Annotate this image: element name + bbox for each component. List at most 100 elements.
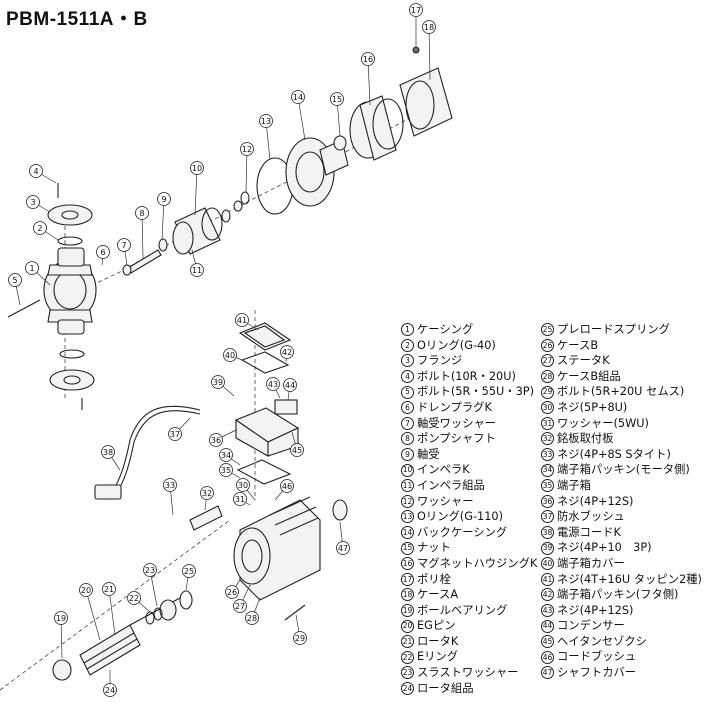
legend-label: ネジ(4P+8S Sタイト) [557,447,671,461]
callout-20: 20 [79,583,101,641]
callout-circle [54,611,68,625]
callout-circle [127,591,141,605]
legend-label: 防水ブッシュ [557,510,625,524]
terminal-box-gasket-top [240,351,290,374]
legend-label: 電源コードK [557,525,621,539]
callout-2: 2 [33,221,59,241]
legend-number: 35 [541,479,554,493]
callout-circle [29,164,43,178]
callout-number: 41 [237,316,247,325]
legend-label: Eリング [417,650,459,664]
callout-number: 34 [221,451,231,460]
callout-8: 8 [135,206,149,259]
motor-bolt [284,604,306,621]
legend-label: フランジ [417,354,463,368]
shaft-cover [332,499,348,521]
legend-label: バックケーシング [417,525,508,539]
legend-number: 16 [401,557,414,571]
legend-number: 39 [541,541,554,555]
legend-number: 10 [401,463,414,477]
callout-number: 18 [424,23,434,32]
callout-number: 30 [238,481,248,490]
legend-number: 9 [401,448,414,462]
legend-label: ネジ(4P+12S) [557,603,634,617]
legend-label: ヘイタンセゾクシ [557,634,647,648]
callout-circle [259,114,273,128]
nut [333,135,347,151]
callout-number: 47 [338,544,348,553]
callout-5: 5 [8,273,22,306]
callout-circle [79,583,93,597]
impeller [172,207,223,255]
ball-bearing-right [159,599,177,621]
magnet-housing [349,95,404,161]
legend-number: 43 [541,603,554,617]
callout-circle [33,221,47,235]
legend-label: ケーシング [417,323,474,336]
legend-label: 端子箱パッキン(フタ側) [557,588,679,602]
legend-number: 12 [401,494,414,508]
callout-circle [293,631,307,645]
legend-number: 19 [401,603,414,617]
bearing-washer-left [122,264,132,276]
callout-25: 25 [182,564,196,591]
callout-33: 33 [163,478,177,516]
legend-label: ポンプシャフト [417,432,496,446]
o-ring-top [57,236,83,246]
flange-bottom [49,369,95,391]
callout-number: 45 [292,446,302,455]
callout-16: 16 [361,52,375,106]
legend-number: 36 [541,494,554,508]
legend-label: EGピン [417,619,456,633]
callout-37: 37 [168,417,191,441]
bearing-left [158,238,168,252]
callout-27: 27 [233,584,251,613]
legend-number: 18 [401,588,414,602]
legend-label: 軸受 [417,447,440,461]
legend-number: 20 [401,619,414,633]
callout-leader [367,58,371,106]
legend-number: 26 [541,338,554,352]
pump-casing [43,247,97,335]
legend-number: 38 [541,526,554,540]
callout-circle [8,273,22,287]
legend-number: 23 [401,666,414,680]
legend-number: 41 [541,572,554,586]
callout-number: 6 [100,248,105,257]
legend-label: シャフトカバー [557,666,637,680]
callout-38: 38 [101,445,121,471]
callout-circle [233,599,247,613]
assembly-axis-lines [0,117,411,691]
callout-circle [163,478,177,492]
preload-spring [179,590,193,610]
legend-label: ワッシャー [417,494,474,508]
callout-number: 11 [192,266,202,275]
callout-circle [330,92,344,106]
legend-label: ボルト(5R・55U・3P) [417,385,534,399]
callout-circle [102,582,116,596]
callout-30: 30 [236,478,256,501]
legend-label: 銘板取付板 [557,432,614,446]
legend-number: 7 [401,416,414,430]
terminal-box-gasket-bottom [236,459,292,485]
callout-circle [236,478,250,492]
callout-number: 23 [145,566,155,575]
